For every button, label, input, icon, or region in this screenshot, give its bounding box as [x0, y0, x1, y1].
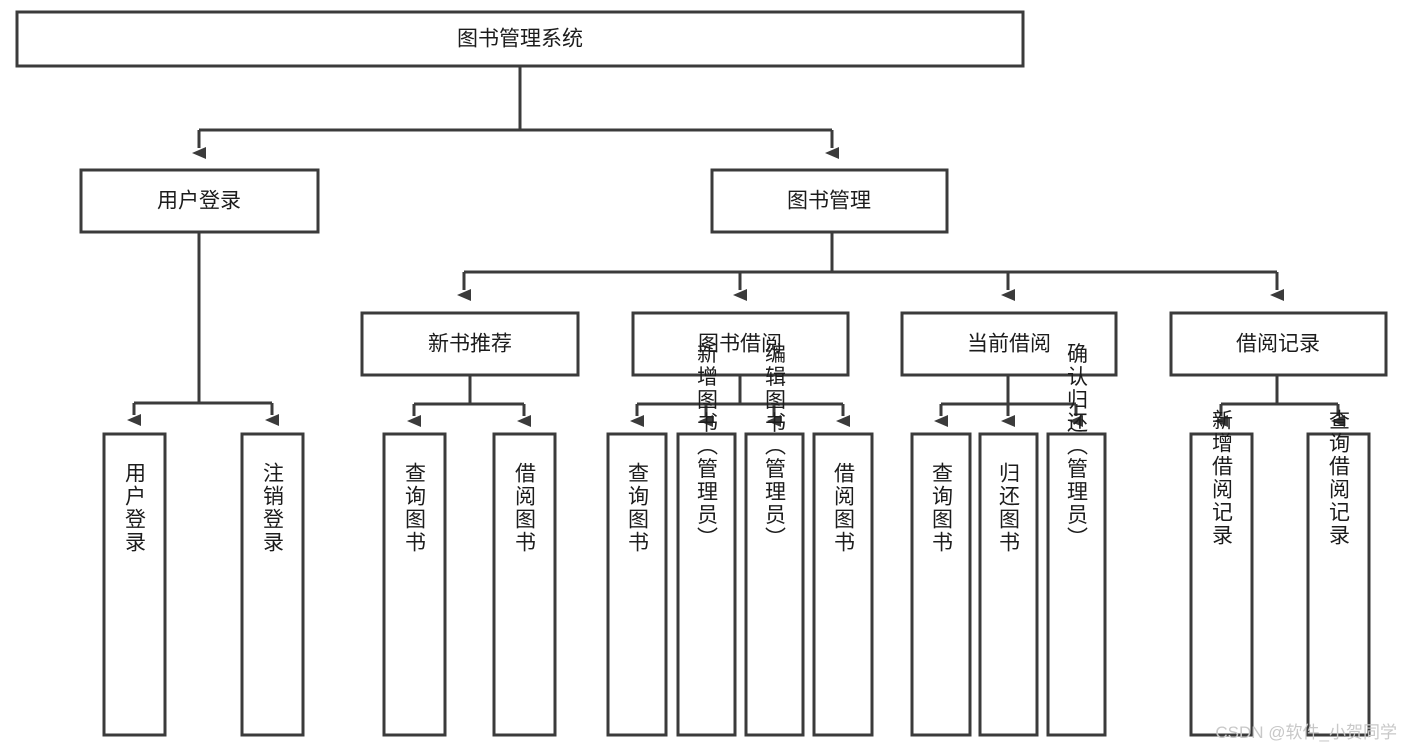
- node-current-borrow[interactable]: 当前借阅: [900, 311, 1118, 377]
- connector-bookmgmt-to-level3: [457, 232, 1284, 301]
- connector-userlogin-to-leaves: [127, 232, 279, 426]
- leaf-newbook-query-book[interactable]: 查询图书: [382, 432, 447, 737]
- node-borrow-record-label: 借阅记录: [1236, 333, 1320, 356]
- leaf-newbook-query-book-label: 查询图书: [403, 462, 427, 554]
- leaf-currentborrow-query-book[interactable]: 查询图书: [910, 432, 972, 737]
- leaf-user-login-logout-label: 注销登录: [261, 462, 285, 554]
- connector-bookborrow-to-leaves: [630, 375, 850, 427]
- leaf-currentborrow-return-book[interactable]: 归还图书: [978, 432, 1039, 737]
- node-user-login[interactable]: 用户登录: [79, 168, 320, 234]
- node-book-borrow-label: 图书借阅: [698, 333, 782, 356]
- node-user-login-label: 用户登录: [157, 190, 241, 213]
- node-new-book-recommend[interactable]: 新书推荐: [360, 311, 580, 377]
- leaf-bookborrow-borrow-book[interactable]: 借阅图书: [812, 432, 874, 737]
- node-current-borrow-label: 当前借阅: [967, 333, 1051, 356]
- leaf-newbook-borrow-book[interactable]: 借阅图书: [492, 432, 557, 737]
- leaf-user-login-login-label: 用户登录: [123, 462, 147, 554]
- leaf-newbook-borrow-book-label: 借阅图书: [513, 462, 537, 554]
- node-book-borrow[interactable]: 图书借阅: [631, 311, 850, 377]
- leaf-borrowrecord-query-record-label: 查询借阅记录: [1327, 409, 1351, 547]
- node-new-book-recommend-label: 新书推荐: [428, 333, 512, 356]
- node-book-management-label: 图书管理: [787, 190, 871, 213]
- leaf-borrowrecord-add-record[interactable]: 新增借阅记录: [1189, 409, 1254, 737]
- leaf-currentborrow-query-book-label: 查询图书: [930, 462, 954, 554]
- connector-currentborrow-to-leaves: [934, 375, 1083, 427]
- leaf-bookborrow-query-book-label: 查询图书: [626, 462, 650, 554]
- leaf-bookborrow-edit-book-label: 编辑图书（管理员）: [763, 343, 787, 550]
- connector-newbook-to-leaves: [407, 375, 531, 427]
- leaf-bookborrow-borrow-book-label: 借阅图书: [832, 462, 856, 554]
- leaf-bookborrow-add-book[interactable]: 新增图书（管理员）: [676, 343, 737, 737]
- leaf-borrowrecord-add-record-label: 新增借阅记录: [1210, 409, 1234, 547]
- node-root-label: 图书管理系统: [457, 28, 583, 51]
- connector-root-to-level2: [192, 66, 839, 159]
- node-borrow-record[interactable]: 借阅记录: [1169, 311, 1388, 377]
- leaf-bookborrow-add-book-label: 新增图书（管理员）: [695, 343, 719, 550]
- leaf-currentborrow-confirm-return-label: 确认归还（管理员）: [1065, 343, 1089, 550]
- node-book-management[interactable]: 图书管理: [710, 168, 949, 234]
- leaf-bookborrow-edit-book[interactable]: 编辑图书（管理员）: [744, 343, 805, 737]
- leaf-user-login-logout[interactable]: 注销登录: [240, 432, 305, 737]
- leaf-user-login-login[interactable]: 用户登录: [102, 432, 167, 737]
- leaf-currentborrow-return-book-label: 归还图书: [997, 462, 1021, 554]
- leaf-currentborrow-confirm-return[interactable]: 确认归还（管理员）: [1046, 343, 1107, 737]
- watermark: CSDN @软件_小贺同学: [1215, 723, 1397, 742]
- leaf-bookborrow-query-book[interactable]: 查询图书: [606, 432, 668, 737]
- node-root[interactable]: 图书管理系统: [15, 10, 1025, 68]
- connector-borrowrecord-to-leaves: [1214, 375, 1345, 427]
- leaf-borrowrecord-query-record[interactable]: 查询借阅记录: [1306, 409, 1371, 737]
